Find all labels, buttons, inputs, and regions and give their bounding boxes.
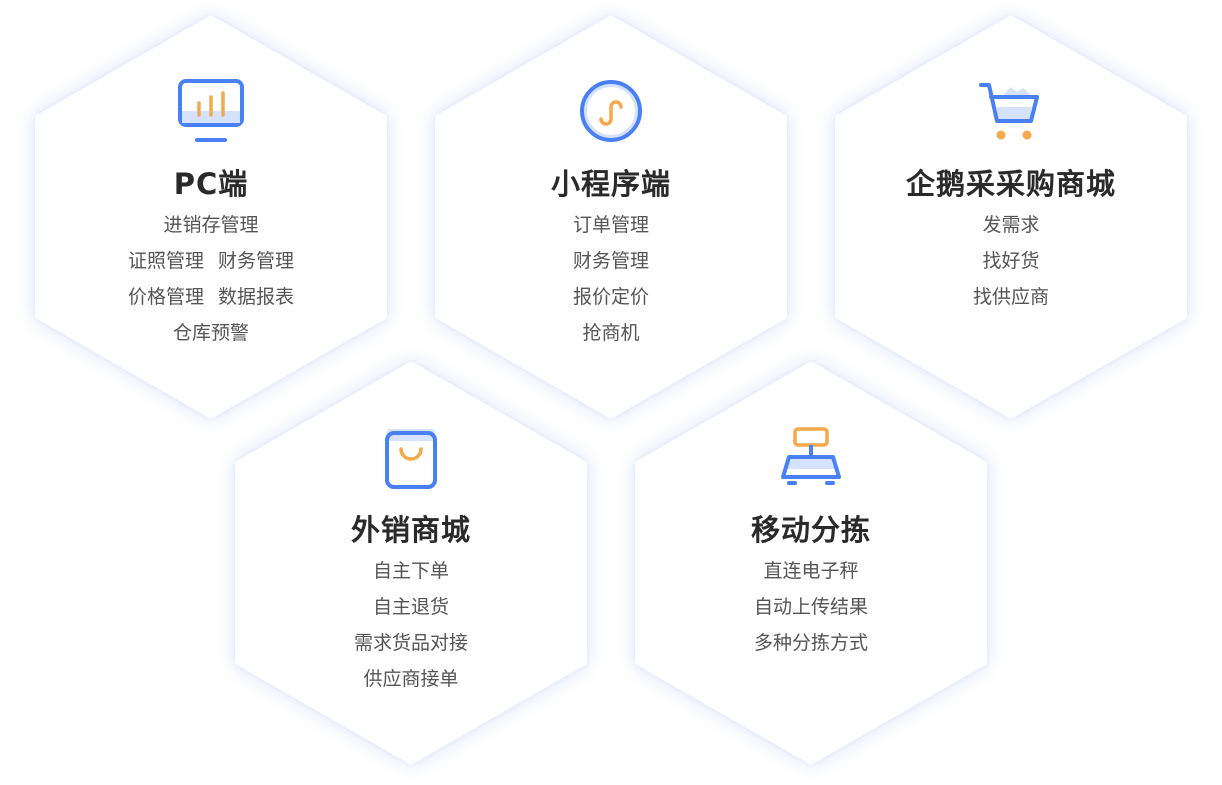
feature-item: 数据报表	[218, 286, 295, 308]
feature-item: 抢商机	[582, 322, 640, 344]
feature-item: 自主下单	[372, 560, 449, 582]
feature-line: 直连电子秤	[763, 553, 858, 589]
feature-line: 证照管理财务管理	[128, 243, 294, 279]
feature-item: 价格管理	[127, 286, 204, 308]
feature-line: 价格管理数据报表	[128, 279, 294, 315]
feature-item: 需求货品对接	[353, 632, 468, 654]
card-export-mall: 外销商城 自主下单 自主退货 需求货品对接 供应商接单	[235, 361, 587, 765]
feature-item: 找好货	[982, 250, 1040, 272]
card-title: 移动分拣	[750, 513, 871, 547]
feature-item: 自主退货	[372, 596, 449, 618]
feature-line: 发需求	[982, 207, 1039, 243]
feature-item: 证照管理	[127, 250, 204, 272]
feature-item: 多种分拣方式	[753, 632, 868, 654]
card-pc: PC端 进销存管理 证照管理财务管理 价格管理数据报表 仓库预警	[35, 15, 387, 419]
shopping-cart-icon	[979, 83, 1039, 140]
feature-item: 找供应商	[972, 286, 1049, 308]
mini-program-icon	[580, 80, 642, 142]
feature-item: 订单管理	[572, 214, 649, 236]
monitor-chart-icon	[178, 79, 244, 142]
feature-line: 自动上传结果	[754, 589, 868, 625]
feature-item: 自动上传结果	[753, 596, 868, 618]
feature-line: 报价定价	[573, 279, 649, 315]
card-procurement-mall: 企鹅采采购商城 发需求 找好货 找供应商	[835, 15, 1187, 419]
feature-line: 供应商接单	[363, 661, 458, 697]
feature-line: 财务管理	[573, 243, 649, 279]
feature-item: 仓库预警	[172, 322, 249, 344]
feature-line: 订单管理	[573, 207, 649, 243]
feature-item: 发需求	[982, 214, 1040, 236]
shopping-bag-icon	[385, 429, 437, 489]
feature-line: 自主退货	[373, 589, 449, 625]
feature-line: 进销存管理	[163, 207, 258, 243]
feature-item: 直连电子秤	[763, 560, 859, 582]
card-mobile-sorting: 移动分拣 直连电子秤 自动上传结果 多种分拣方式	[635, 361, 987, 765]
feature-item: 财务管理	[572, 250, 649, 272]
feature-item: 财务管理	[218, 250, 295, 272]
card-title: PC端	[173, 167, 249, 201]
card-title: 小程序端	[550, 167, 671, 201]
feature-item: 供应商接单	[363, 668, 459, 690]
feature-item: 报价定价	[572, 286, 649, 308]
feature-line: 自主下单	[373, 553, 449, 589]
feature-line: 抢商机	[582, 315, 639, 351]
feature-line: 多种分拣方式	[754, 625, 868, 661]
card-title: 外销商城	[350, 513, 471, 547]
feature-line: 找好货	[982, 243, 1039, 279]
feature-line: 找供应商	[973, 279, 1049, 315]
card-title: 企鹅采采购商城	[905, 167, 1116, 201]
card-mini-program: 小程序端 订单管理 财务管理 报价定价 抢商机	[435, 15, 787, 419]
scale-icon	[781, 427, 841, 485]
feature-item: 进销存管理	[163, 214, 259, 236]
feature-line: 需求货品对接	[354, 625, 468, 661]
feature-line: 仓库预警	[173, 315, 249, 351]
